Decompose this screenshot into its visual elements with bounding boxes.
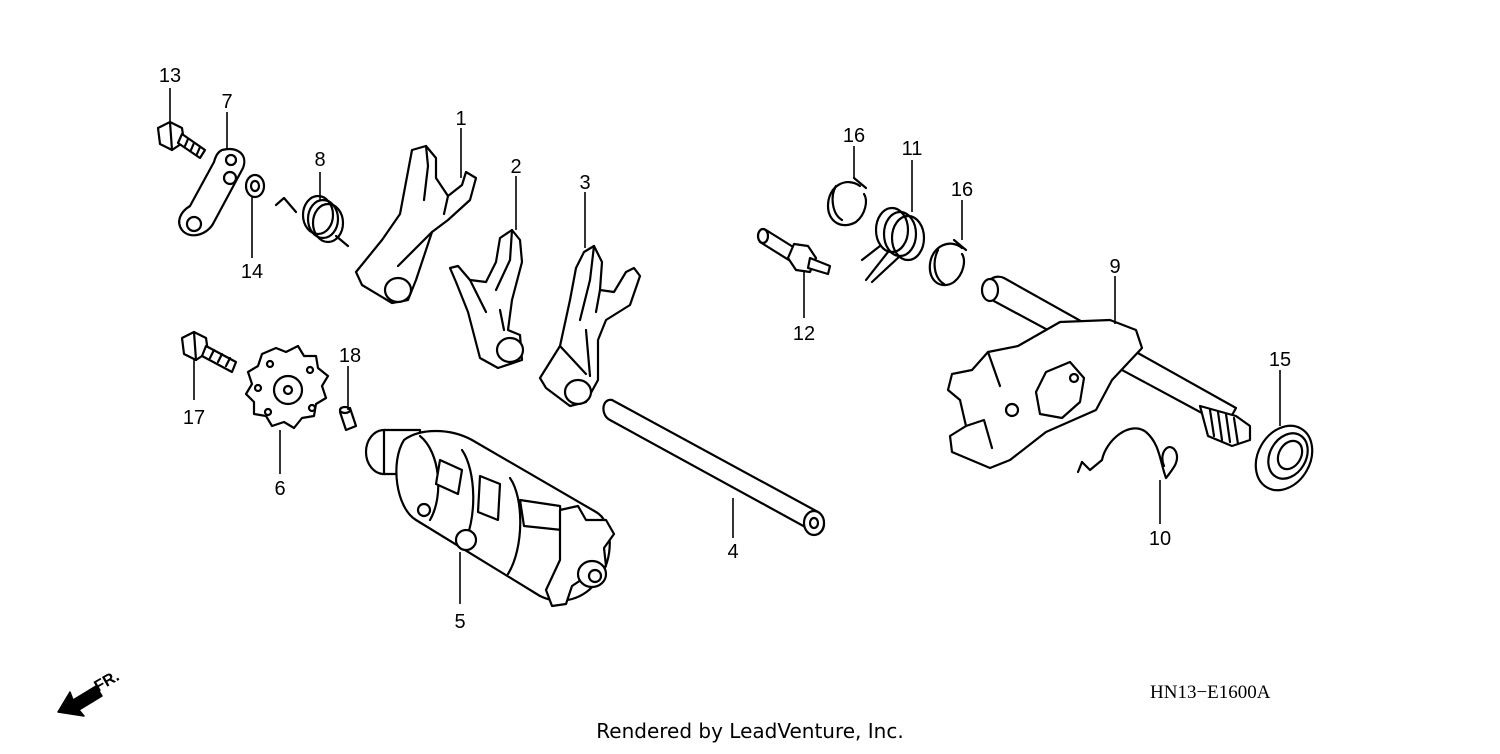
front-arrow-icon	[57, 685, 103, 717]
diagram-code: HN13−E1600A	[1150, 682, 1271, 703]
part-2-shift-fork[interactable]	[448, 228, 525, 370]
part-16-circlip-lower[interactable]	[928, 238, 968, 287]
callout-18: 18	[339, 345, 361, 367]
part-14-washer[interactable]	[244, 173, 266, 199]
part-18-pin[interactable]	[338, 405, 358, 432]
part-5-shift-drum[interactable]	[364, 428, 616, 608]
part-3-shift-fork[interactable]	[538, 244, 642, 408]
callout-labels: 1 2 3 4 5 6 7 8 9 10 11 12 13 14 15 16 1…	[159, 65, 1291, 633]
callout-8: 8	[314, 149, 325, 171]
callout-17: 17	[183, 407, 205, 429]
callout-10: 10	[1149, 528, 1171, 550]
part-1-shift-fork[interactable]	[354, 144, 478, 305]
callout-9: 9	[1109, 256, 1120, 278]
part-15-oil-seal[interactable]	[1244, 416, 1323, 501]
callout-6: 6	[274, 478, 285, 500]
credit-text: Rendered by LeadVenture, Inc.	[596, 719, 903, 743]
leader-lines	[169, 88, 1281, 604]
callout-12: 12	[793, 323, 815, 345]
part-17-bolt[interactable]	[180, 330, 238, 374]
part-12-stud[interactable]	[756, 227, 832, 276]
callout-16-lower: 16	[951, 179, 973, 201]
part-13-bolt[interactable]	[156, 120, 207, 160]
part-8-spring[interactable]	[274, 194, 350, 248]
part-7-stopper-arm[interactable]	[178, 147, 246, 237]
part-10-return-spring[interactable]	[1076, 427, 1179, 480]
callout-1: 1	[455, 108, 466, 130]
part-9-gearshift-spindle[interactable]	[946, 275, 1252, 470]
callout-14: 14	[241, 261, 263, 283]
front-direction-indicator: FR.	[57, 668, 122, 717]
callout-13: 13	[159, 65, 181, 87]
part-11-spring[interactable]	[860, 206, 926, 284]
callout-2: 2	[510, 156, 521, 178]
callout-11: 11	[902, 138, 923, 160]
callout-16-upper: 16	[843, 125, 865, 147]
callout-15: 15	[1269, 349, 1291, 371]
callout-7: 7	[221, 91, 232, 113]
callout-4: 4	[727, 541, 738, 563]
callout-5: 5	[454, 611, 465, 633]
part-4-fork-shaft[interactable]	[602, 398, 826, 537]
part-6-drum-center[interactable]	[244, 344, 330, 430]
callout-3: 3	[579, 172, 590, 194]
part-16-circlip-upper[interactable]	[826, 176, 868, 227]
